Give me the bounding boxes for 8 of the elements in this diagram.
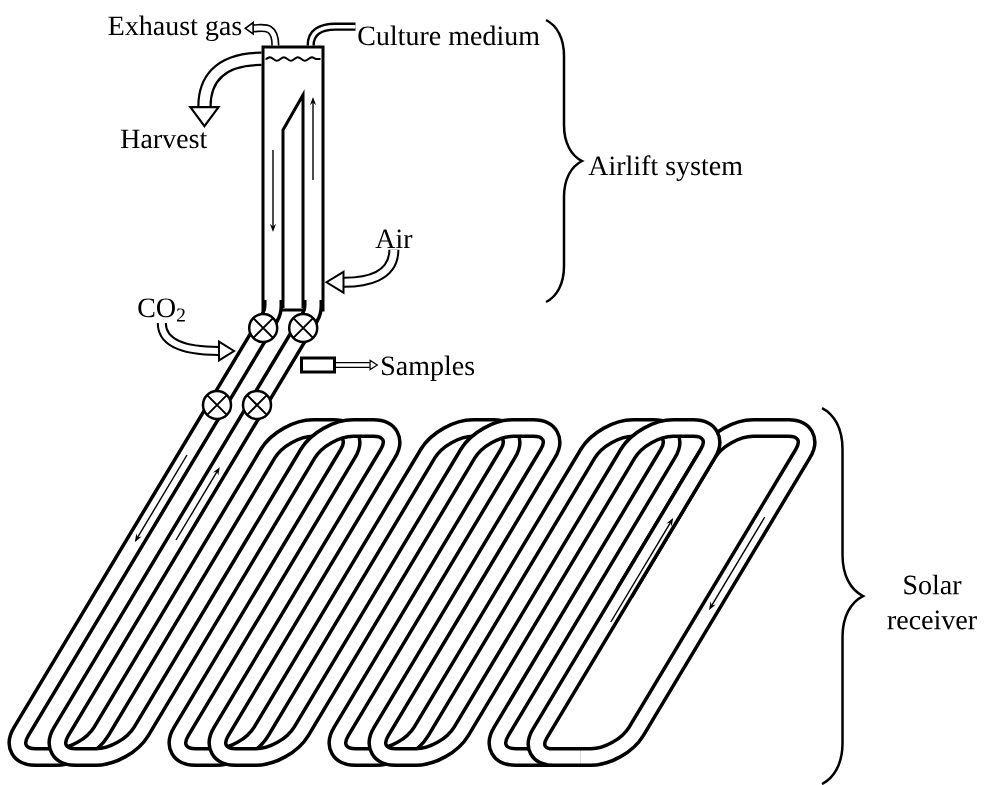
brace-label: Airlift system <box>588 155 743 182</box>
label: Harvest <box>121 129 208 149</box>
label: Exhaust gas <box>108 15 242 42</box>
pipe <box>306 22 356 46</box>
brace-label: Solar receiver <box>887 574 977 630</box>
label: Culture medium <box>358 25 540 46</box>
label: Air <box>375 229 413 248</box>
airlift-column <box>261 45 325 312</box>
